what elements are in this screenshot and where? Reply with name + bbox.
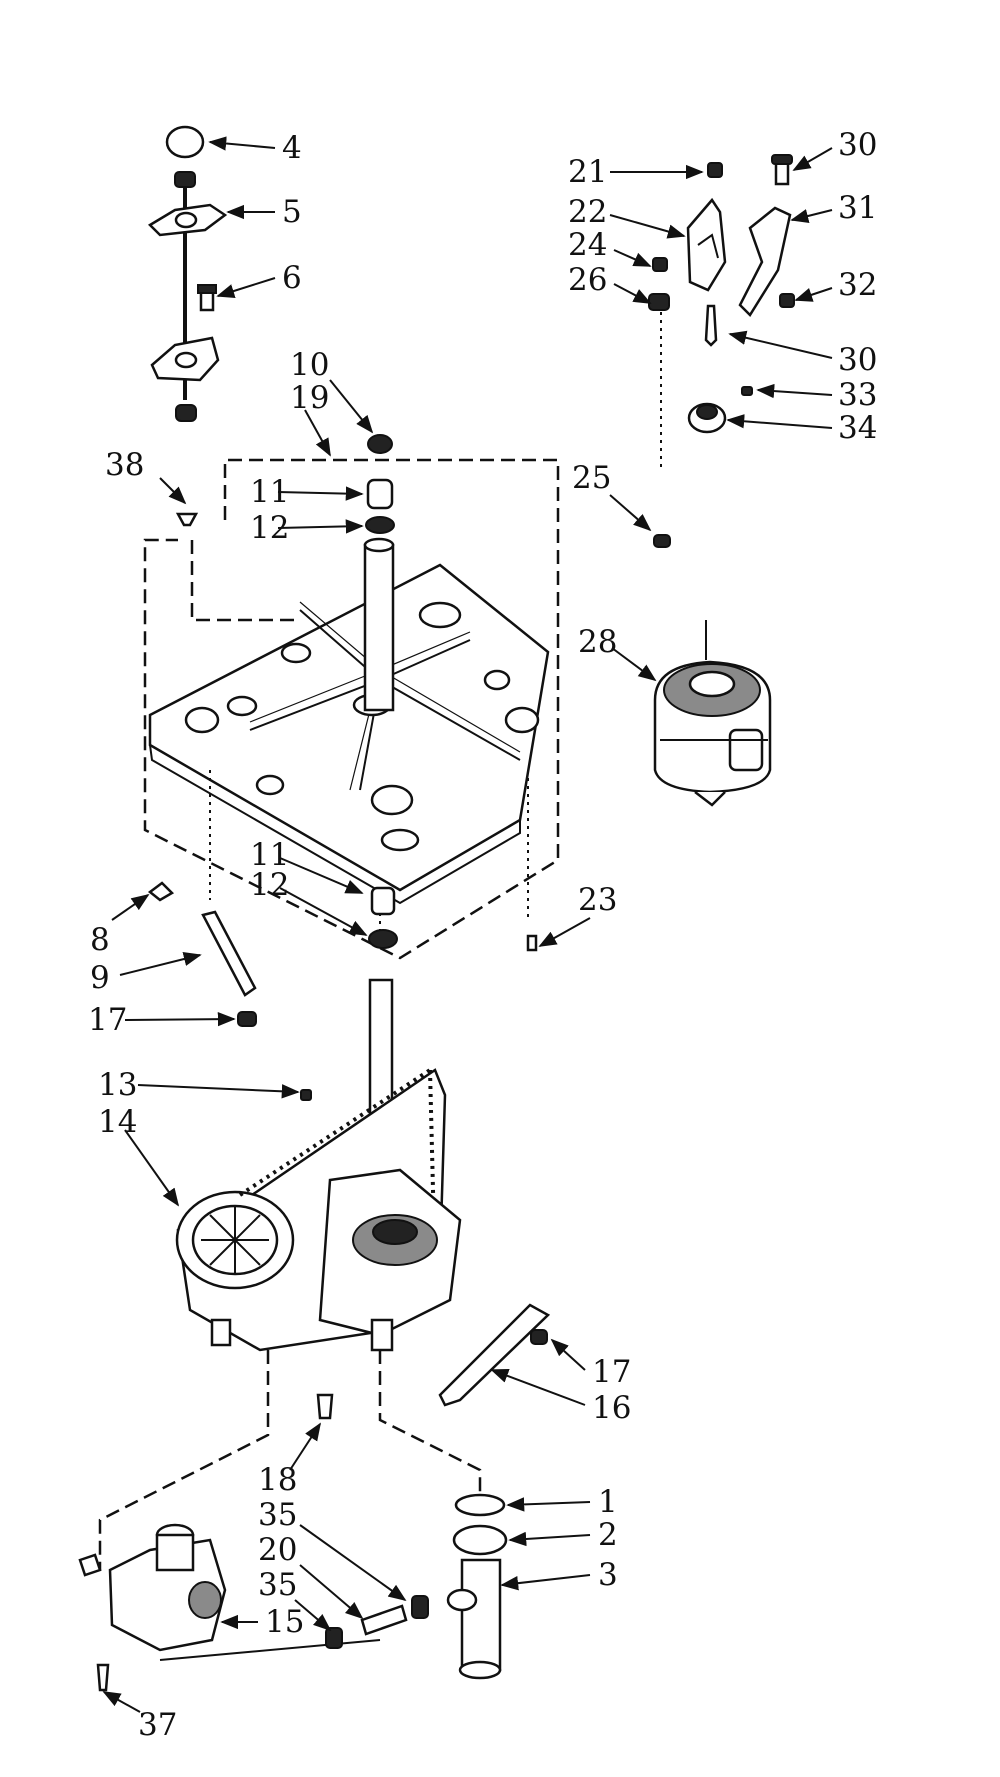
callout-28: 28 bbox=[578, 624, 617, 660]
callout-13: 13 bbox=[98, 1067, 137, 1103]
callout-17-left: 17 bbox=[88, 1002, 127, 1038]
callout-15: 15 bbox=[265, 1604, 304, 1640]
callout-31: 31 bbox=[838, 190, 877, 226]
callout-11-top: 11 bbox=[250, 474, 289, 510]
callout-4: 4 bbox=[282, 130, 302, 166]
callout-6: 6 bbox=[282, 260, 302, 296]
pump bbox=[78, 1523, 227, 1692]
assembly-outline bbox=[143, 458, 560, 960]
hose-couplings bbox=[325, 1595, 429, 1649]
pump-guide-lines bbox=[98, 1350, 482, 1661]
callout-labels: 4 5 6 10 19 38 11 12 21 22 24 26 30 31 3… bbox=[88, 127, 877, 1743]
callout-20: 20 bbox=[258, 1532, 297, 1568]
callout-33: 33 bbox=[838, 377, 877, 413]
callout-38: 38 bbox=[105, 447, 144, 483]
callout-1: 1 bbox=[598, 1484, 618, 1520]
callout-19: 19 bbox=[290, 380, 329, 416]
callout-35-b: 35 bbox=[258, 1567, 297, 1603]
callout-30-top: 30 bbox=[838, 127, 877, 163]
callout-3: 3 bbox=[598, 1557, 618, 1593]
callout-8: 8 bbox=[90, 922, 110, 958]
callout-12-low: 12 bbox=[250, 867, 289, 903]
callout-22: 22 bbox=[568, 194, 607, 230]
mounting-plate bbox=[148, 537, 550, 905]
callout-2: 2 bbox=[598, 1517, 618, 1553]
callout-32: 32 bbox=[838, 267, 877, 303]
callout-26: 26 bbox=[568, 262, 607, 298]
callout-14: 14 bbox=[98, 1104, 137, 1140]
callout-30-mid: 30 bbox=[838, 342, 877, 378]
callout-9: 9 bbox=[90, 960, 110, 996]
callout-5: 5 bbox=[282, 194, 302, 230]
upper-right-bracket-assembly bbox=[648, 154, 795, 548]
upper-left-rod-assembly bbox=[147, 125, 228, 422]
leader-lines bbox=[102, 136, 833, 1713]
left-link-parts bbox=[147, 881, 257, 1027]
callout-16: 16 bbox=[592, 1390, 631, 1426]
callout-34: 34 bbox=[838, 410, 877, 446]
callout-35-a: 35 bbox=[258, 1497, 297, 1533]
motor bbox=[653, 620, 772, 807]
callout-11-low: 11 bbox=[250, 837, 289, 873]
callout-18: 18 bbox=[258, 1462, 297, 1498]
outlet-hose-assembly bbox=[446, 1493, 508, 1680]
callout-37: 37 bbox=[138, 1707, 177, 1743]
callout-21: 21 bbox=[568, 154, 607, 190]
callout-25: 25 bbox=[572, 460, 611, 496]
callout-17-right: 17 bbox=[592, 1354, 631, 1390]
callout-10: 10 bbox=[290, 347, 329, 383]
upper-shaft-parts bbox=[175, 434, 395, 534]
callout-23: 23 bbox=[578, 882, 617, 918]
transmission bbox=[175, 978, 551, 1420]
callout-24: 24 bbox=[568, 227, 607, 263]
callout-12-top: 12 bbox=[250, 510, 289, 546]
lower-shaft-parts bbox=[368, 886, 538, 952]
